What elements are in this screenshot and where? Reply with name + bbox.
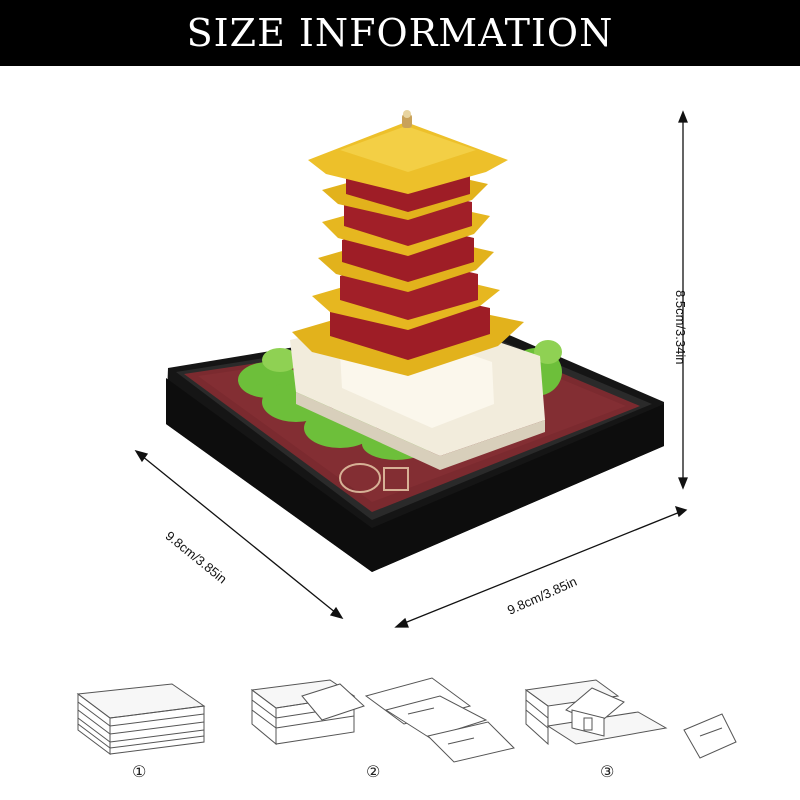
height-arrow [678,110,688,490]
depth-arrow [134,449,344,620]
step-1-illustration [76,683,206,755]
stamp-logo [339,463,409,493]
step-2-number: ② [366,762,381,781]
usage-steps: ① ② ③ [0,666,800,800]
page-title: SIZE INFORMATION [186,11,614,55]
header-banner: SIZE INFORMATION [0,0,800,66]
usage-steps-illustration [76,677,737,763]
step-1-number: ① [132,762,147,781]
step-3-illustration [524,679,737,759]
step-3-number: ③ [600,762,615,781]
height-label: 8.5cm/3.34in [673,290,688,365]
pagoda [292,110,524,376]
step-2-illustration [250,677,515,763]
width-arrow [394,506,688,628]
